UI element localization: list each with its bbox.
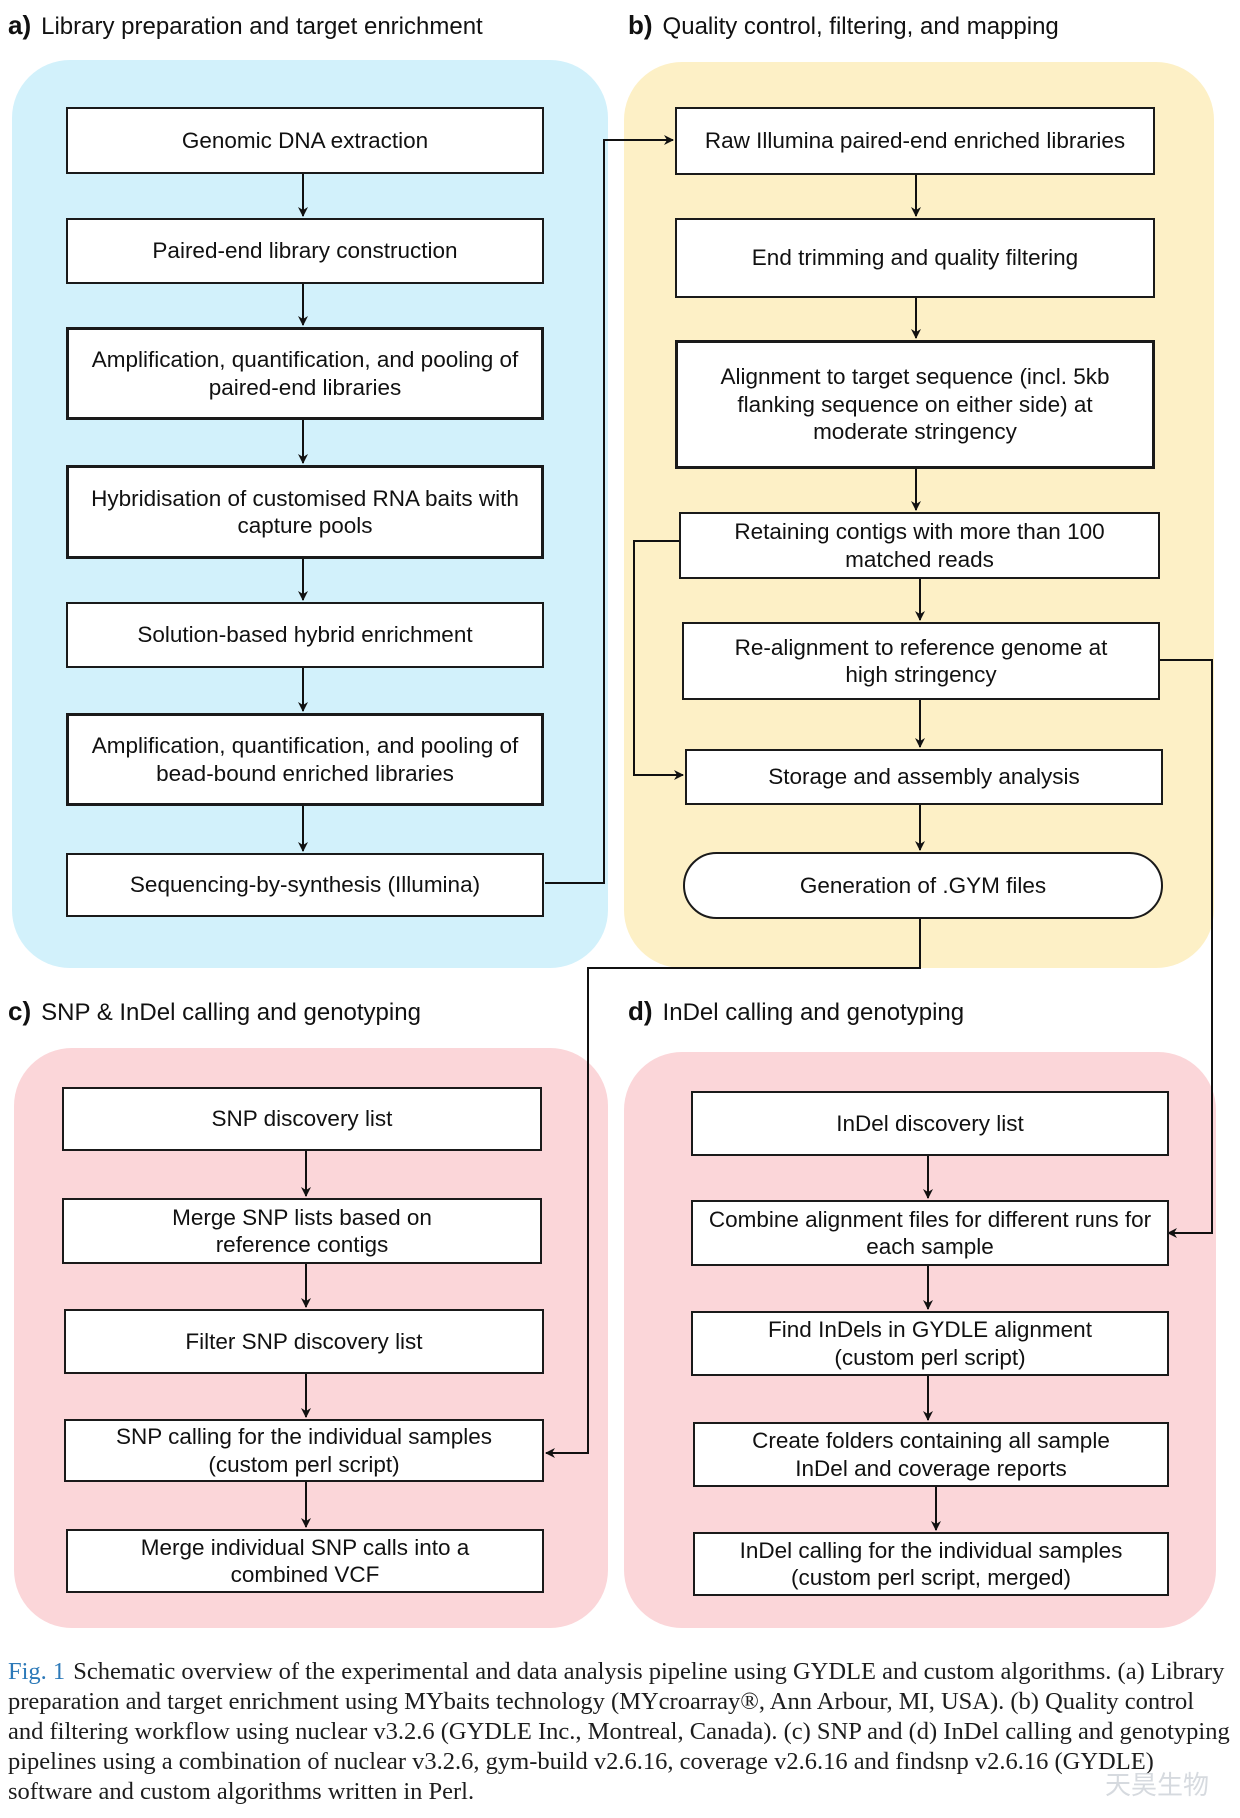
step-generation-gym-files: Generation of .GYM files bbox=[683, 852, 1163, 919]
step-find-indels: Find InDels in GYDLE alignment (custom p… bbox=[691, 1311, 1169, 1376]
panel-d-title: d)InDel calling and genotyping bbox=[628, 996, 965, 1026]
step-amplification-paired-end: Amplification, quantification, and pooli… bbox=[66, 327, 544, 420]
step-filter-snp-discovery-list: Filter SNP discovery list bbox=[64, 1309, 544, 1374]
step-combine-alignment-files: Combine alignment files for different ru… bbox=[691, 1200, 1169, 1266]
arrow-b4-b6 bbox=[633, 540, 684, 780]
panel-a-title: a)Library preparation and target enrichm… bbox=[8, 10, 483, 40]
step-amplification-bead-bound: Amplification, quantification, and pooli… bbox=[66, 713, 544, 806]
step-sequencing-by-synthesis: Sequencing-by-synthesis (Illumina) bbox=[66, 853, 544, 917]
panel-c-title: c)SNP & InDel calling and genotyping bbox=[8, 996, 421, 1026]
arrow-a7-b1 bbox=[545, 135, 674, 884]
figure-caption-text: Schematic overview of the experimental a… bbox=[8, 1658, 1230, 1805]
step-retaining-contigs: Retaining contigs with more than 100 mat… bbox=[679, 512, 1160, 579]
step-storage-assembly-analysis: Storage and assembly analysis bbox=[685, 749, 1163, 805]
step-raw-illumina-libraries: Raw Illumina paired-end enriched librari… bbox=[675, 107, 1155, 175]
step-merge-snp-calls-vcf: Merge individual SNP calls into a combin… bbox=[66, 1529, 544, 1593]
step-create-folders-reports: Create folders containing all sample InD… bbox=[693, 1422, 1169, 1487]
step-genomic-dna-extraction: Genomic DNA extraction bbox=[66, 107, 544, 174]
step-indel-calling-individual: InDel calling for the individual samples… bbox=[693, 1532, 1169, 1596]
step-paired-end-library-construction: Paired-end library construction bbox=[66, 218, 544, 284]
panel-b-title: b)Quality control, filtering, and mappin… bbox=[628, 10, 1059, 40]
step-realignment-reference-genome: Re-alignment to reference genome at high… bbox=[682, 622, 1160, 700]
arrow-b7-c4 bbox=[545, 919, 921, 1458]
step-hybridisation-rna-baits: Hybridisation of customised RNA baits wi… bbox=[66, 465, 544, 559]
figure-label: Fig. 1 bbox=[8, 1658, 66, 1685]
step-indel-discovery-list: InDel discovery list bbox=[691, 1091, 1169, 1156]
step-alignment-target-sequence: Alignment to target sequence (incl. 5kb … bbox=[675, 340, 1155, 469]
step-solution-hybrid-enrichment: Solution-based hybrid enrichment bbox=[66, 602, 544, 668]
arrow-b5-d2 bbox=[1158, 659, 1213, 1238]
step-snp-discovery-list: SNP discovery list bbox=[62, 1087, 542, 1151]
flow-connectors bbox=[298, 135, 1213, 1531]
step-snp-calling-individual: SNP calling for the individual samples (… bbox=[64, 1419, 544, 1482]
step-end-trimming-filtering: End trimming and quality filtering bbox=[675, 218, 1155, 298]
step-merge-snp-lists: Merge SNP lists based on reference conti… bbox=[62, 1198, 542, 1264]
watermark-logo: 天昊生物 bbox=[1105, 1770, 1210, 1800]
